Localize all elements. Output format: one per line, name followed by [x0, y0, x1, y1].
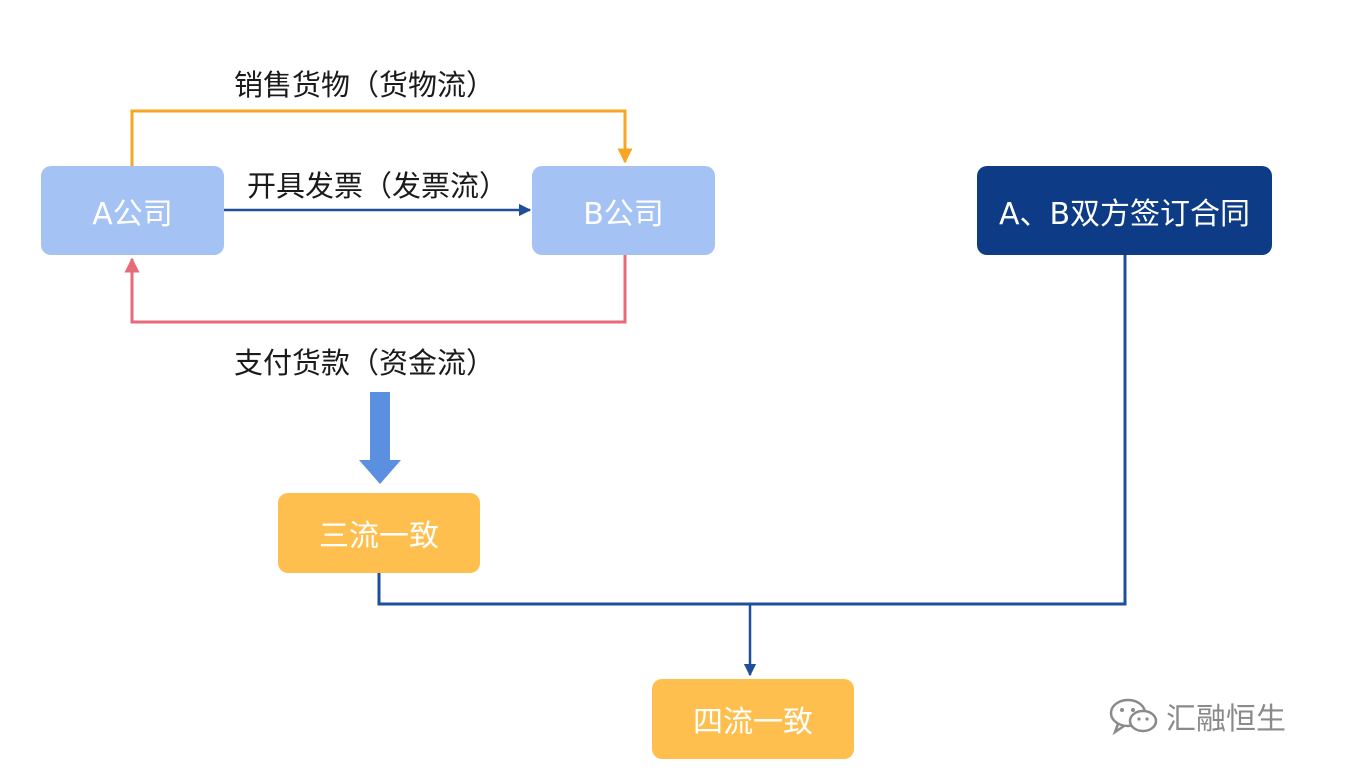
invoice-flow-label: 开具发票（发票流）: [247, 169, 509, 203]
company-b-label: B公司: [583, 196, 664, 232]
big-down-arrow: [359, 392, 401, 484]
company-a-node: A公司: [41, 166, 224, 255]
contract-node: A、B双方签订合同: [977, 166, 1272, 255]
three-flow-node: 三流一致: [278, 493, 480, 573]
contract-label: A、B双方签订合同: [998, 196, 1251, 232]
goods-flow-line: [130, 109, 633, 166]
payment-flow-line: [124, 255, 627, 324]
payment-flow-label: 支付货款（资金流）: [234, 346, 496, 380]
four-flow-label: 四流一致: [693, 705, 813, 740]
watermark: 汇融恒生: [1108, 694, 1286, 738]
watermark-text: 汇融恒生: [1166, 702, 1286, 737]
company-a-label: A公司: [92, 196, 173, 232]
company-b-node: B公司: [532, 166, 715, 255]
connector-three-flow: [377, 255, 1127, 606]
goods-flow-label: 销售货物（货物流）: [234, 68, 496, 102]
wechat-icon: [1109, 698, 1158, 736]
four-flow-node: 四流一致: [652, 679, 854, 759]
three-flow-label: 三流一致: [319, 519, 439, 554]
